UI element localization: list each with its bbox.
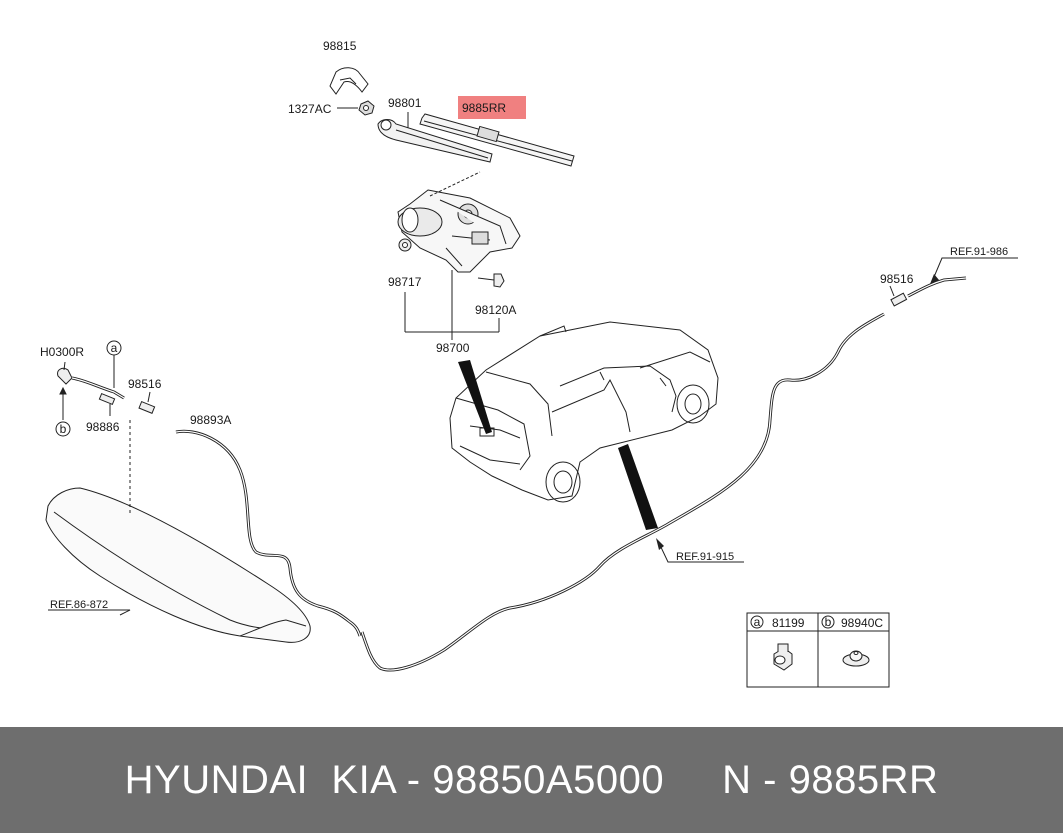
- legend-a-part: 81199: [772, 616, 805, 630]
- label-98700: 98700: [436, 341, 470, 355]
- label-98516-right: 98516: [880, 272, 914, 286]
- legend-b-letter: b: [825, 615, 832, 629]
- pointer-motor: [458, 360, 492, 434]
- ref-arrowheads: [656, 274, 939, 550]
- label-98815: 98815: [323, 39, 357, 53]
- connector-98516-right: [889, 285, 908, 307]
- grommet-part: [398, 238, 412, 252]
- grommet-98940C-icon: [842, 650, 870, 667]
- label-1327AC: 1327AC: [288, 102, 332, 116]
- label-ref-91-986: REF.91-986: [950, 246, 1008, 258]
- nozzle-H0300R: [57, 361, 73, 420]
- hose-short-left-inner: [71, 377, 125, 399]
- ref-leaders: [48, 257, 1018, 616]
- clip-81199-icon: [773, 643, 793, 671]
- hose-right-end-inner: [907, 277, 967, 297]
- hose-98893A-inner: [175, 430, 361, 637]
- label-98717: 98717: [388, 275, 422, 289]
- hose-short-left: [71, 376, 125, 400]
- label-ref-91-915: REF.91-915: [676, 551, 734, 563]
- bolt-part: [477, 273, 505, 288]
- connector-98516-left: [138, 391, 156, 414]
- wiper-cover-part: [329, 67, 369, 95]
- callout-a-letter: a: [111, 341, 118, 355]
- label-ref-86-872: REF.86-872: [50, 599, 108, 611]
- footer-bar: HYUNDAI KIA - 98850A5000 N - 9885RR: [0, 727, 1063, 833]
- label-H0300R: H0300R: [40, 345, 84, 359]
- legend-table: a 81199 b 98940C: [746, 612, 890, 688]
- callout-b: b: [55, 421, 71, 437]
- label-98120A: 98120A: [475, 303, 516, 317]
- washer-hose-inner: [361, 313, 885, 671]
- wiper-arm-part: [377, 112, 493, 163]
- wiper-blade-part: [419, 113, 575, 167]
- legend-b-part: 98940C: [841, 616, 883, 630]
- callout-a: a: [106, 340, 122, 356]
- car-illustration: [449, 321, 719, 503]
- parts-diagram: a b 98815 1327AC 98801 9885RR 98717 9812…: [40, 39, 1018, 688]
- connector-98886: [98, 392, 116, 416]
- pointer-hose: [618, 444, 658, 530]
- highlight-box: [458, 96, 526, 119]
- label-9885RR: 9885RR: [462, 101, 506, 115]
- footer-part-number: HYUNDAI KIA - 98850A5000 N - 9885RR: [124, 757, 939, 802]
- legend-a-letter: a: [754, 615, 761, 629]
- rear-spoiler: [45, 487, 311, 643]
- label-98893A: 98893A: [190, 413, 231, 427]
- label-98886: 98886: [86, 420, 120, 434]
- label-98801: 98801: [388, 96, 422, 110]
- label-98516-left: 98516: [128, 377, 162, 391]
- wiper-motor-part: [397, 171, 521, 273]
- nut-part: [337, 100, 375, 116]
- leader-lines-motor: [404, 270, 500, 340]
- callout-b-letter: b: [60, 422, 67, 436]
